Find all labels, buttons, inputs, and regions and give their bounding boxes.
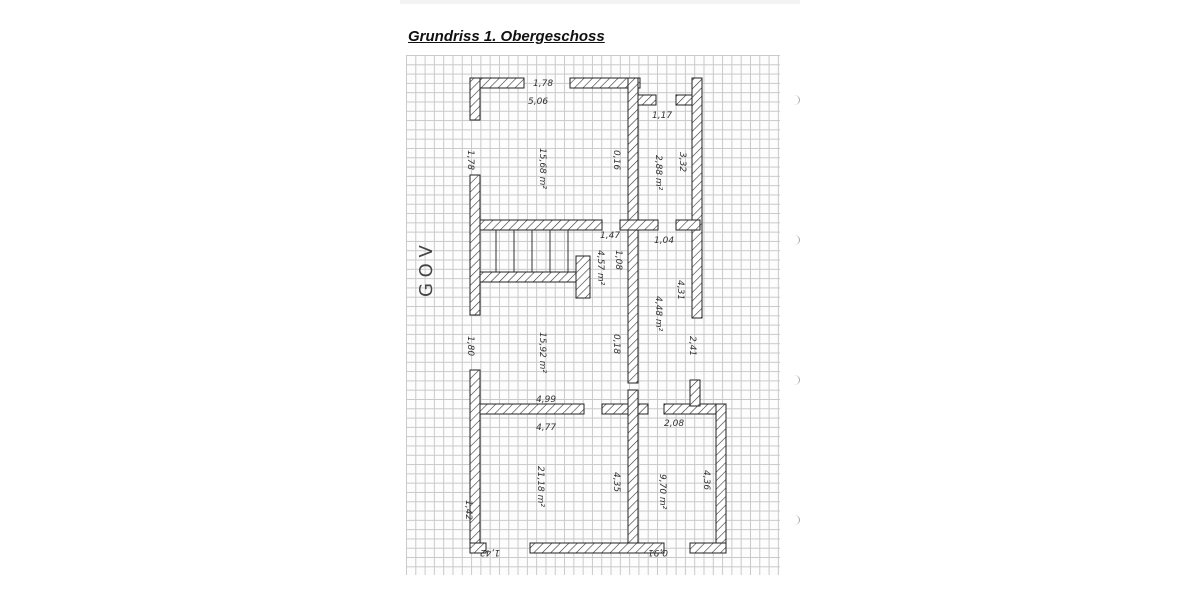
- wall-left-2: [469, 174, 481, 316]
- binder-hole: [789, 375, 800, 385]
- area-label: 4,48 m²: [653, 296, 663, 332]
- binder-hole: [789, 235, 800, 245]
- dim-label: 4,35: [611, 472, 621, 492]
- wall-lower-mid: [627, 389, 639, 551]
- wall-right-stub: [689, 379, 701, 407]
- wall-bath-bottom: [619, 219, 659, 231]
- wall-bottom-left: [469, 542, 487, 554]
- page-top-edge: [400, 0, 800, 4]
- dim-label: 1,04: [654, 236, 674, 246]
- wall-bottom-mid: [529, 542, 665, 554]
- dim-label: 1,78: [465, 150, 475, 170]
- dim-label: 1,08: [613, 250, 623, 270]
- wall-top-mid: [569, 77, 641, 89]
- walls: [469, 77, 727, 554]
- dim-label: 0,91: [648, 547, 668, 557]
- wall-right-lower: [715, 403, 727, 553]
- area-label: 21,18 m²: [535, 466, 545, 507]
- dim-label: 1,17: [652, 111, 672, 121]
- wall-mid-left: [479, 403, 585, 415]
- dim-label: 0,16: [611, 150, 621, 170]
- wall-stair-bottom: [479, 271, 591, 283]
- dim-label: 2,41: [687, 336, 697, 356]
- wall-mid-center: [601, 403, 649, 415]
- wall-bottom-right: [689, 542, 727, 554]
- wall-bath-bottom-r: [675, 219, 701, 231]
- dim-label: 5,06: [528, 97, 548, 107]
- dim-label: 4,36: [701, 470, 711, 490]
- area-label: 2,88 m²: [653, 155, 663, 191]
- dim-label: 1,42: [463, 500, 473, 520]
- wall-left-1: [469, 77, 481, 121]
- area-label: 4,57 m²: [595, 250, 605, 286]
- stair-treads: [479, 230, 569, 272]
- binder-hole: [789, 515, 800, 525]
- dim-label: 4,31: [675, 280, 685, 300]
- dim-label: 1,42: [480, 547, 500, 557]
- dim-label: 4,99: [536, 395, 556, 405]
- dimension-labels: 1,78 5,06 1,17 1,78 15,68 m² 0,16 2,88 m…: [463, 79, 711, 557]
- dim-label: 1,80: [465, 336, 475, 356]
- page-title: Grundriss 1. Obergeschoss: [408, 28, 605, 45]
- area-label: 15,68 m²: [537, 148, 547, 189]
- dim-label: 1,47: [600, 231, 620, 241]
- area-label: 9,70 m²: [657, 474, 667, 510]
- wall-left-3: [469, 369, 481, 553]
- north-mark-label: G O V: [416, 244, 437, 297]
- wall-stair-side: [575, 255, 591, 299]
- area-label: 15,92 m²: [537, 332, 547, 373]
- dim-label: 1,78: [533, 79, 553, 89]
- dim-label: 2,08: [664, 419, 684, 429]
- dim-label: 4,77: [536, 423, 556, 433]
- dim-label: 0,18: [611, 334, 621, 354]
- wall-right-1: [691, 77, 703, 319]
- wall-stair-top: [479, 219, 603, 231]
- wall-corridor-stub: [637, 94, 657, 106]
- graph-paper-sheet: [406, 55, 800, 575]
- binder-hole: [789, 95, 800, 105]
- dim-label: 3,32: [677, 152, 687, 172]
